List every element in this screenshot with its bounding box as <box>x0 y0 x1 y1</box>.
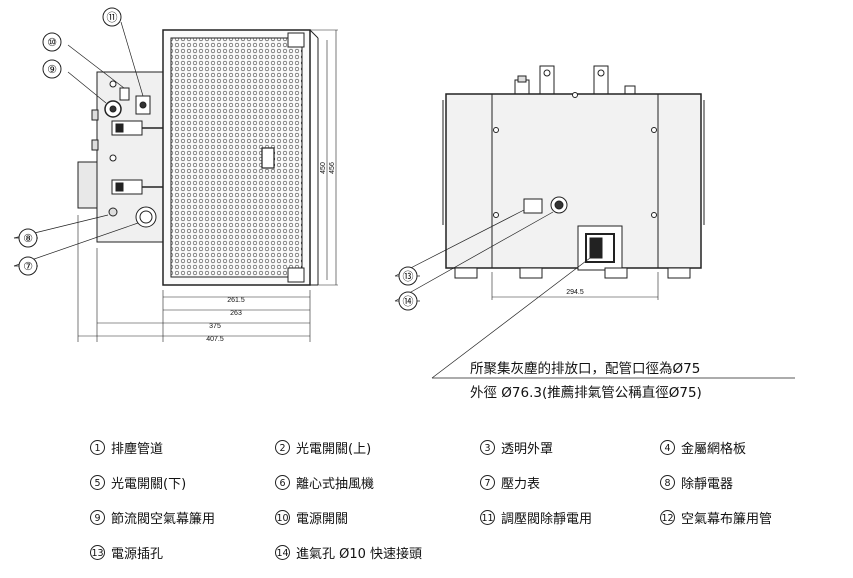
legend-item: 5 光電開關(下) <box>90 473 186 492</box>
legend-item: 11 調壓閥除靜電用 <box>480 508 592 527</box>
fan-housing-left <box>77 161 99 209</box>
dim-407-5: 407.5 <box>206 336 224 343</box>
legend-number: 5 <box>90 475 105 490</box>
legend-label: 光電開關(上) <box>296 442 372 457</box>
callout-8: ⑧ <box>23 232 33 245</box>
power-switch <box>119 87 130 101</box>
legend-label: 離心式抽風機 <box>296 477 375 492</box>
legend-number: 11 <box>480 510 495 525</box>
legend-label: 電源插孔 <box>111 547 164 562</box>
power-socket <box>523 198 543 214</box>
dim-263: 263 <box>230 310 242 317</box>
legend-item: 4 金屬網格板 <box>660 438 746 457</box>
legend-number: 1 <box>90 440 105 455</box>
legend-item: 6 離心式抽風機 <box>275 473 374 492</box>
legend-label: 調壓閥除靜電用 <box>501 512 593 527</box>
legend-number: 2 <box>275 440 290 455</box>
callouts-side: ⑪ ⑩ ⑨ ⑧ ⑦ <box>18 7 122 276</box>
legend-item: 1 排塵管道 <box>90 438 163 457</box>
outlet-note-line2: 外徑 Ø76.3(推薦排氣管公稱直徑Ø75) <box>470 385 702 401</box>
legend-number: 7 <box>480 475 495 490</box>
callout-7: ⑦ <box>23 260 33 273</box>
outlet-note-line1: 所聚集灰塵的排放口，配管口徑為Ø75 <box>470 361 701 377</box>
callout-9: ⑨ <box>47 63 57 76</box>
legend-number: 6 <box>275 475 290 490</box>
pressure-gauge <box>135 206 157 228</box>
legend-label: 電源開關 <box>296 512 349 527</box>
legend-label: 壓力表 <box>501 477 541 492</box>
legend-item: 8 除靜電器 <box>660 473 733 492</box>
dim-294-5: 294.5 <box>566 289 584 296</box>
handle <box>261 147 275 169</box>
callout-10: ⑩ <box>47 36 57 49</box>
legend-label: 進氣孔 Ø10 快速接頭 <box>296 547 423 562</box>
dim-261-5: 261.5 <box>227 297 245 304</box>
legend-label: 透明外罩 <box>501 442 554 457</box>
legend-item: 7 壓力表 <box>480 473 540 492</box>
legend-item: 14 進氣孔 Ø10 快速接頭 <box>275 543 422 562</box>
legend-label: 排塵管道 <box>111 442 164 457</box>
callout-14: ⑭ <box>403 295 414 308</box>
legend-number: 3 <box>480 440 495 455</box>
legend-number: 8 <box>660 475 675 490</box>
dim-456: 456 <box>329 162 336 174</box>
legend-number: 12 <box>660 510 675 525</box>
legend-number: 14 <box>275 545 290 560</box>
legend-number: 10 <box>275 510 290 525</box>
legend-item: 2 光電開關(上) <box>275 438 371 457</box>
legend-label: 除靜電器 <box>681 477 734 492</box>
legend-label: 金屬網格板 <box>681 442 747 457</box>
legend-label: 空氣幕布簾用管 <box>681 512 773 527</box>
legend-label: 節流閥空氣幕簾用 <box>111 512 216 527</box>
front-body <box>445 93 702 269</box>
dim-375: 375 <box>209 323 221 330</box>
callout-13: ⑬ <box>403 270 414 283</box>
legend-number: 13 <box>90 545 105 560</box>
legend-number: 9 <box>90 510 105 525</box>
callouts-front: ⑬ ⑭ <box>398 266 418 311</box>
callout-11: ⑪ <box>107 11 118 24</box>
legend-item: 9 節流閥空氣幕簾用 <box>90 508 215 527</box>
front-view <box>394 65 795 379</box>
legend-item: 3 透明外罩 <box>480 438 553 457</box>
legend-item: 12 空氣幕布簾用管 <box>660 508 772 527</box>
legend-item: 10 電源開關 <box>275 508 348 527</box>
metal-mesh-plate <box>170 37 303 278</box>
legend-number: 4 <box>660 440 675 455</box>
legend-label: 光電開關(下) <box>111 477 187 492</box>
dims-side: 450 456 261.5 263 375 407.5 <box>206 162 336 343</box>
side-view <box>13 21 338 342</box>
dim-450: 450 <box>320 162 327 174</box>
legend-item: 13 電源插孔 <box>90 543 163 562</box>
